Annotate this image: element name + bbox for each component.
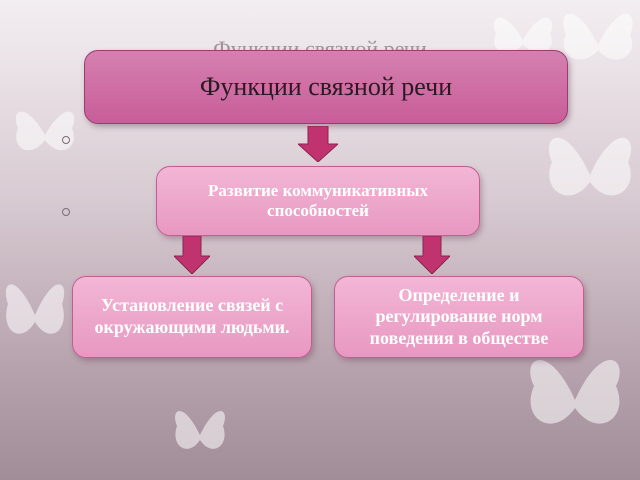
- arrow-down-icon: [174, 236, 210, 274]
- arrow-down-icon: [298, 126, 338, 162]
- butterfly-decoration: [170, 400, 230, 470]
- arrow-down-icon: [414, 236, 450, 274]
- right-node: Определение и регулирование норм поведен…: [334, 276, 584, 358]
- root-node-label: Функции связной речи: [199, 72, 453, 101]
- right-node-label: Определение и регулирование норм поведен…: [369, 284, 549, 348]
- middle-node: Развитие коммуникативных способностей: [156, 166, 480, 236]
- left-node-label: Установление связей с окружающими людьми…: [94, 295, 290, 337]
- butterfly-decoration: [520, 340, 630, 460]
- root-node: Функции связной речи: [84, 50, 568, 124]
- middle-node-label: Развитие коммуникативных способностей: [207, 180, 429, 220]
- bullet-marker: [62, 208, 70, 216]
- butterfly-decoration: [10, 100, 80, 170]
- butterfly-decoration: [488, 10, 558, 70]
- butterfly-decoration: [556, 0, 640, 90]
- butterfly-decoration: [540, 120, 640, 230]
- butterfly-decoration: [0, 270, 70, 360]
- left-node: Установление связей с окружающими людьми…: [72, 276, 312, 358]
- bullet-marker: [62, 136, 70, 144]
